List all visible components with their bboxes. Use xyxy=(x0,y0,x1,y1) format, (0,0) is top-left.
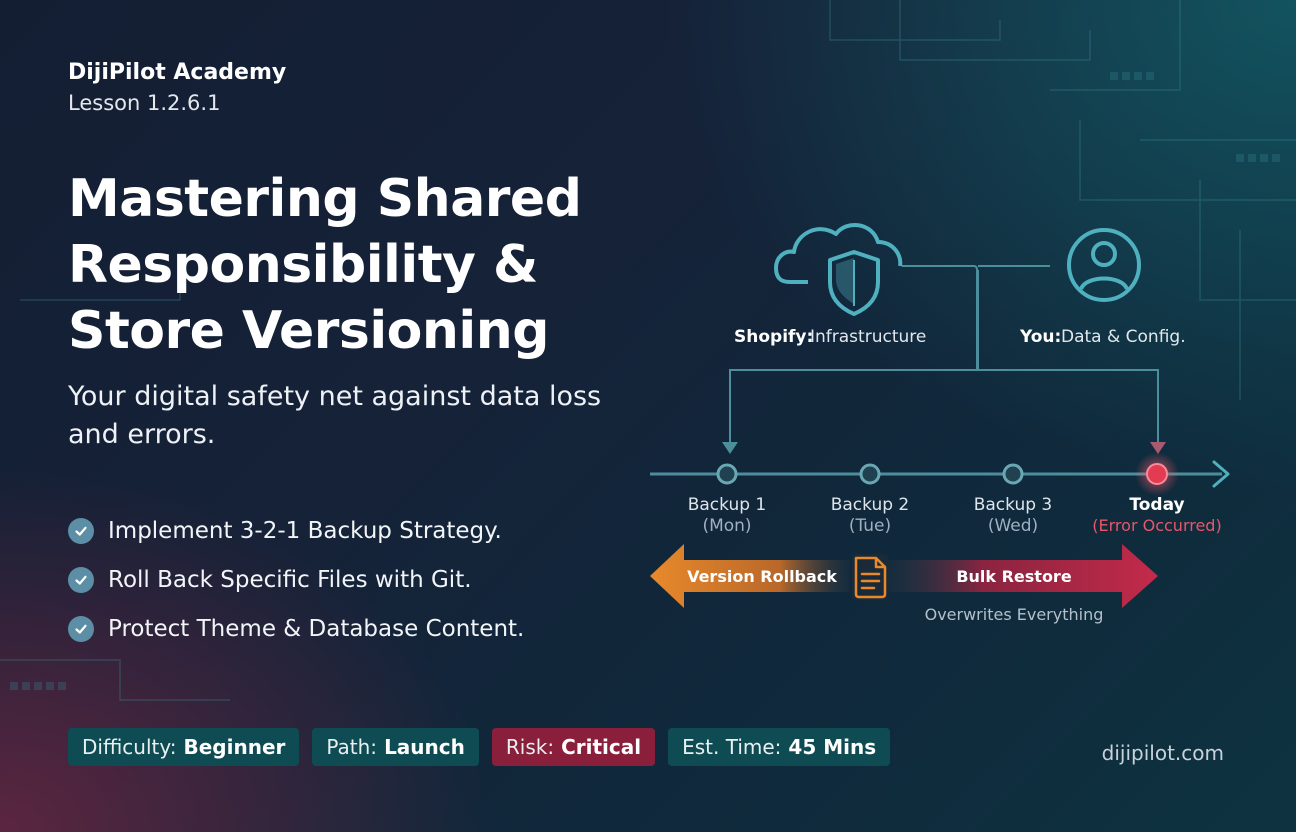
risk-badge: Risk:Critical xyxy=(491,728,656,766)
timeline-node-backup-3 xyxy=(1002,463,1024,485)
timeline-label: Backup 1 xyxy=(688,495,767,515)
bullet-list: Implement 3-2-1 Backup Strategy. Roll Ba… xyxy=(68,506,524,653)
tag-label: Path: xyxy=(326,735,378,759)
tag-label: Est. Time: xyxy=(682,735,782,759)
title-line: Mastering Shared xyxy=(68,169,582,229)
title-line: Responsibility & xyxy=(68,235,538,295)
version-rollback-arrow xyxy=(650,544,850,608)
timeline-label: Backup 3 xyxy=(974,495,1053,515)
check-icon xyxy=(68,517,94,544)
bullet-text: Protect Theme & Database Content. xyxy=(108,615,525,642)
timeline-day: (Wed) xyxy=(988,516,1038,536)
timeline-arrow xyxy=(1212,460,1230,488)
shopify-value: Infrastructure xyxy=(810,327,926,347)
site-url: dijipilot.com xyxy=(1101,741,1224,765)
subtitle: Your digital safety net against data los… xyxy=(68,381,602,450)
cloud-shield-icon xyxy=(774,222,903,316)
version-rollback-label: Version Rollback xyxy=(687,567,837,586)
lesson-number: Lesson 1.2.6.1 xyxy=(68,91,221,115)
you-label: You: xyxy=(1019,327,1061,347)
timeline-node-backup-2 xyxy=(859,463,881,485)
tag-value: Beginner xyxy=(183,735,286,759)
arrowhead-down xyxy=(1150,442,1166,454)
arrowhead-down xyxy=(722,442,738,454)
you-value: Data & Config. xyxy=(1061,327,1186,347)
timeline-node-backup-1 xyxy=(716,463,738,485)
timeline-label: Today xyxy=(1129,495,1184,515)
lesson-tags: Difficulty:Beginner Path:Launch Risk:Cri… xyxy=(68,728,891,766)
list-item: Protect Theme & Database Content. xyxy=(68,604,524,653)
tag-value: Launch xyxy=(384,735,465,759)
check-icon xyxy=(68,566,94,593)
timeline-day: (Mon) xyxy=(702,516,751,536)
tag-value: Critical xyxy=(561,735,642,759)
bulk-restore-arrow xyxy=(888,544,1158,608)
file-icon xyxy=(852,554,888,600)
tag-label: Difficulty: xyxy=(82,735,177,759)
difficulty-badge: Difficulty:Beginner xyxy=(68,728,300,766)
timeline-node-today xyxy=(1146,463,1168,485)
list-item: Implement 3-2-1 Backup Strategy. xyxy=(68,506,524,555)
shopify-label: Shopify: xyxy=(734,327,813,347)
time-badge: Est. Time:45 Mins xyxy=(668,728,891,766)
brand-name: DijiPilot Academy xyxy=(68,60,287,85)
check-icon xyxy=(68,615,94,642)
bulk-restore-label: Bulk Restore xyxy=(956,567,1072,586)
timeline-label: Backup 2 xyxy=(831,495,910,515)
title-line: Store Versioning xyxy=(68,301,549,361)
list-item: Roll Back Specific Files with Git. xyxy=(68,555,524,604)
bullet-text: Roll Back Specific Files with Git. xyxy=(108,566,472,593)
page-title: Mastering Shared Responsibility & Store … xyxy=(68,166,668,364)
bullet-text: Implement 3-2-1 Backup Strategy. xyxy=(108,517,502,544)
bulk-restore-note: Overwrites Everything xyxy=(925,605,1104,624)
versioning-diagram: Shopify: Infrastructure You: Data & Conf… xyxy=(650,222,1230,624)
tag-label: Risk: xyxy=(505,735,555,759)
tag-value: 45 Mins xyxy=(788,735,877,759)
path-badge: Path:Launch xyxy=(312,728,479,766)
user-icon xyxy=(1067,228,1141,302)
timeline-day-error: (Error Occurred) xyxy=(1092,516,1221,535)
timeline-day: (Tue) xyxy=(849,516,891,536)
